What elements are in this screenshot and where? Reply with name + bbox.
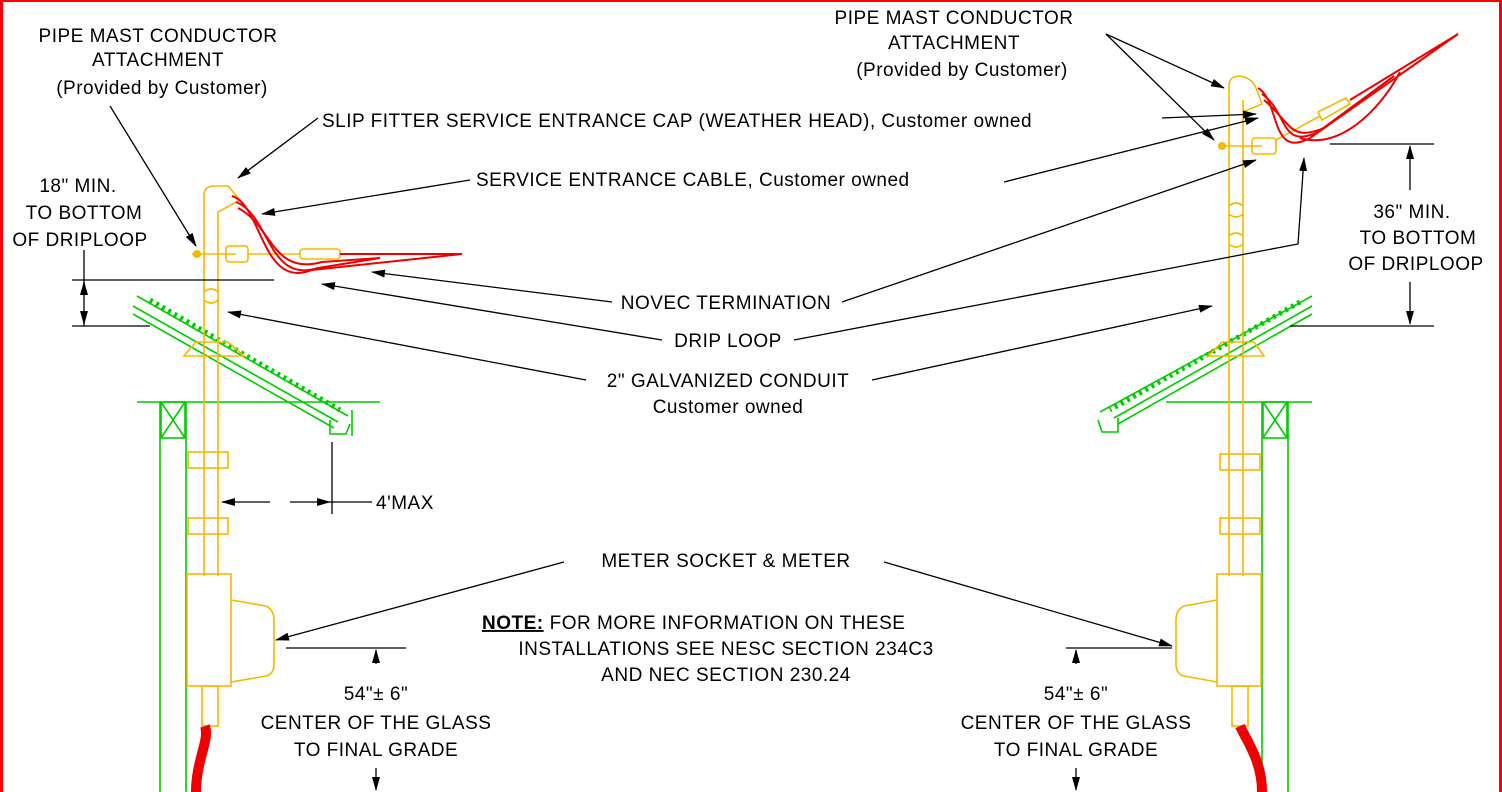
right-driploop-line3: OF DRIPLOOP xyxy=(1348,254,1483,275)
right-roof xyxy=(1097,295,1313,433)
left-mast-label-line1: PIPE MAST CONDUCTOR xyxy=(39,26,278,47)
left-house-wall xyxy=(137,401,380,792)
left-service-cable xyxy=(191,195,463,792)
note-line3: AND NEC SECTION 230.24 xyxy=(601,665,851,686)
left-mast-label-line3: (Provided by Customer) xyxy=(56,78,268,99)
left-height-line2: CENTER OF THE GLASS xyxy=(261,713,492,734)
service-cable-label: SERVICE ENTRANCE CABLE, Customer owned xyxy=(476,170,910,191)
right-height-line1: 54"± 6" xyxy=(1044,684,1108,705)
right-house-wall xyxy=(1166,401,1312,792)
right-mast-label-line3: (Provided by Customer) xyxy=(856,60,1068,81)
conduit-label-line1: 2" GALVANIZED CONDUIT xyxy=(607,371,849,392)
left-conduit xyxy=(182,232,275,727)
note-key: NOTE: xyxy=(482,613,544,634)
right-mast-label-line2: ATTACHMENT xyxy=(888,33,1020,54)
drip-loop-label: DRIP LOOP xyxy=(674,331,782,352)
note-line1: NOTE: FOR MORE INFORMATION ON THESE xyxy=(482,613,905,634)
right-mast-attachment xyxy=(1218,96,1352,155)
left-mast-label-line2: ATTACHMENT xyxy=(92,50,224,71)
max-distance-label: 4'MAX xyxy=(376,493,434,514)
left-weather-head xyxy=(203,185,242,232)
right-mast-label-line1: PIPE MAST CONDUCTOR xyxy=(835,8,1074,29)
note-line2: INSTALLATIONS SEE NESC SECTION 234C3 xyxy=(518,639,933,660)
weather-head-label: SLIP FITTER SERVICE ENTRANCE CAP (WEATHE… xyxy=(322,111,1032,132)
meter-label: METER SOCKET & METER xyxy=(601,551,850,572)
conduit-label-line2: Customer owned xyxy=(653,397,804,418)
right-conduit xyxy=(1175,100,1266,727)
dimension-lines xyxy=(72,143,1434,791)
right-height-line3: TO FINAL GRADE xyxy=(994,740,1158,761)
left-driploop-line3: OF DRIPLOOP xyxy=(12,230,147,251)
right-driploop-line1: 36" MIN. xyxy=(1373,202,1450,223)
left-driploop-line1: 18" MIN. xyxy=(39,176,116,197)
right-service-cable xyxy=(1235,33,1459,792)
left-roof xyxy=(132,295,353,436)
leader-lines xyxy=(109,33,1308,647)
right-weather-head xyxy=(1228,75,1264,113)
novec-termination-label: NOVEC TERMINATION xyxy=(621,293,831,314)
left-mast-attachment xyxy=(192,245,341,263)
left-height-line1: 54"± 6" xyxy=(344,684,408,705)
right-driploop-line2: TO BOTTOM xyxy=(1360,228,1477,249)
left-driploop-line2: TO BOTTOM xyxy=(26,203,143,224)
left-height-line3: TO FINAL GRADE xyxy=(294,740,458,761)
right-height-line2: CENTER OF THE GLASS xyxy=(961,713,1192,734)
note-line1-text: FOR MORE INFORMATION ON THESE xyxy=(550,613,906,634)
